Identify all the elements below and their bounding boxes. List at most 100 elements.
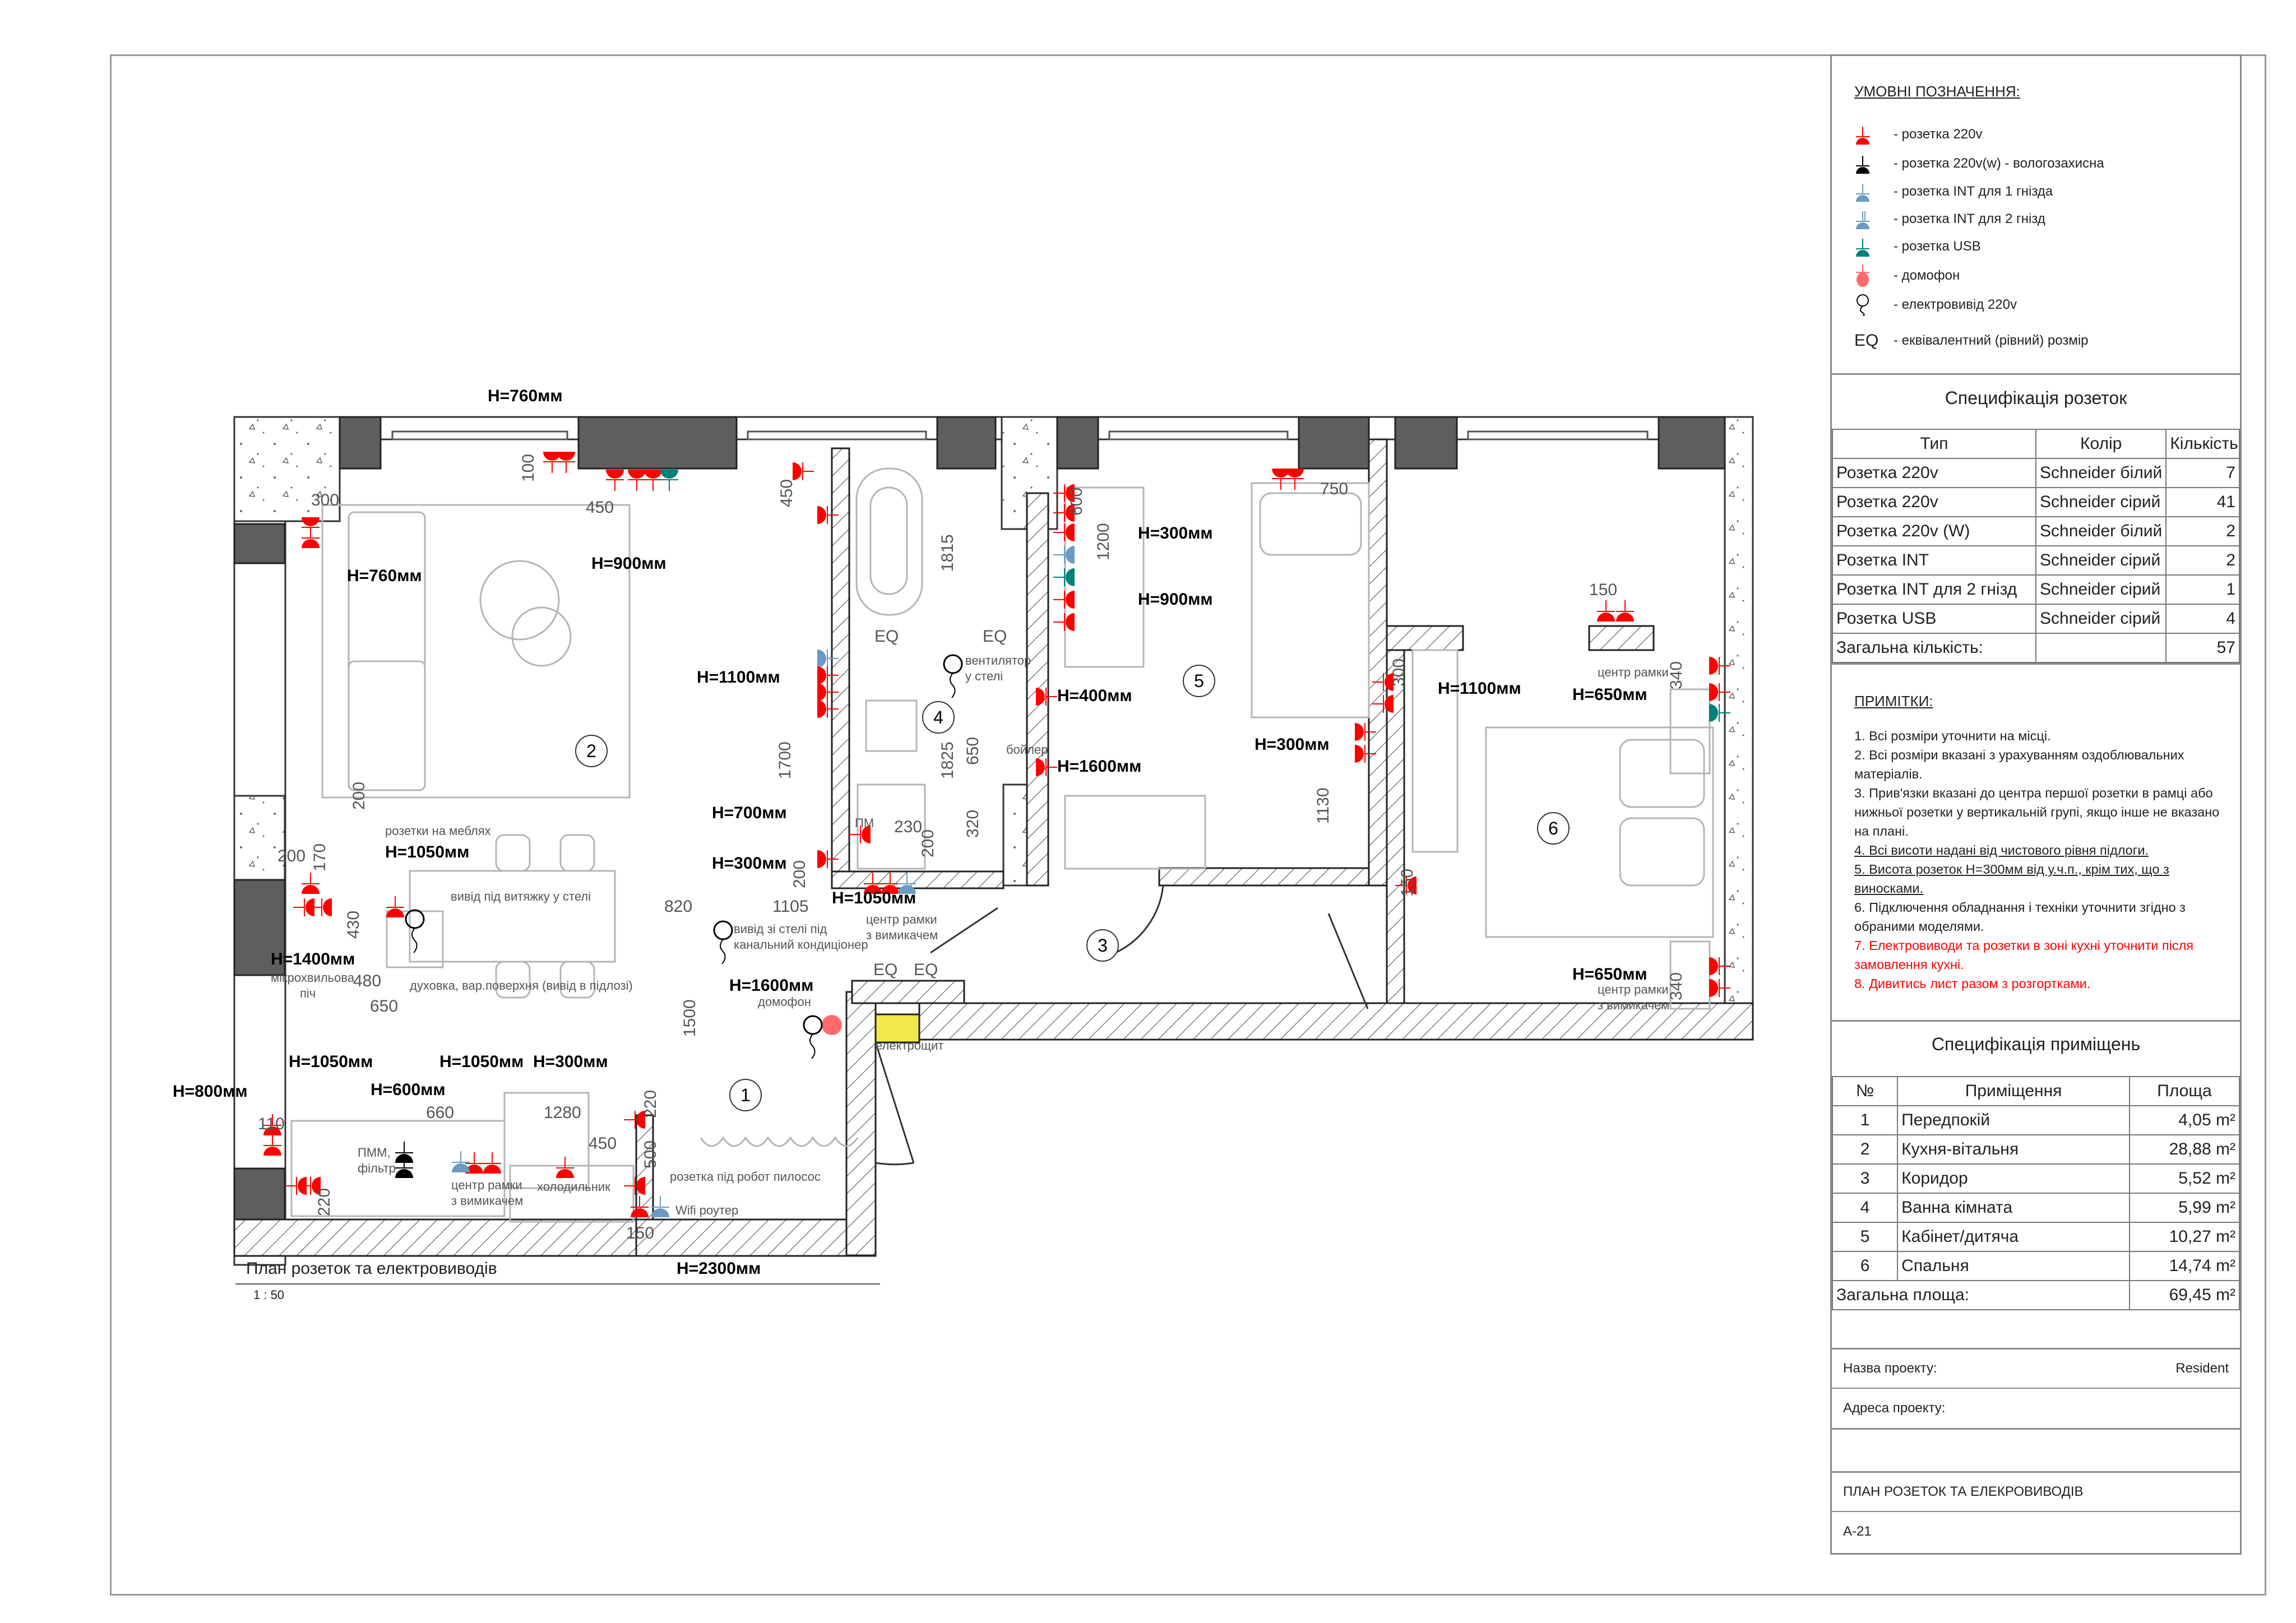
socket-icon <box>817 700 839 718</box>
info-panel: УМОВНІ ПОЗНАЧЕННЯ: - розетка 220v- розет… <box>1830 54 2242 1555</box>
total-label: Загальна кількість: <box>1832 633 2036 663</box>
table-cell: 2 <box>2165 545 2240 576</box>
note-label: центр рамки <box>1598 665 1669 679</box>
round-table <box>511 606 572 667</box>
socket-icon <box>1053 568 1075 586</box>
note-label: вентилятор <box>965 653 1031 667</box>
electrical-panel <box>874 1013 920 1044</box>
dimension-label: EQ <box>914 961 938 979</box>
project-address-row: Адреса проекту: <box>1832 1389 2240 1428</box>
structural-column <box>233 879 286 976</box>
dimension-label: 220 <box>315 1188 334 1216</box>
furniture-item <box>509 1165 635 1223</box>
height-label: H=300мм <box>533 1052 608 1071</box>
table-cell: 5,52 m² <box>2128 1163 2241 1194</box>
socket-220v-icon <box>1854 123 1882 146</box>
notes: ПРИМІТКИ: 1. Всі розміри уточнити на міс… <box>1832 663 2240 1022</box>
furniture-item <box>1619 817 1705 887</box>
note-label: розетки на меблях <box>385 824 491 838</box>
socket-icon <box>386 896 404 917</box>
dimension-label: 650 <box>964 737 982 765</box>
dimension-label: 220 <box>641 1090 660 1118</box>
table-cell: 2 <box>2165 516 2240 546</box>
note-label: центр рамки <box>1598 982 1669 996</box>
furniture-item <box>495 834 531 872</box>
furniture-item <box>865 699 918 752</box>
door <box>1327 913 1369 1009</box>
socket-icon <box>881 873 899 894</box>
table-cell: Schneider сірий <box>2035 487 2167 517</box>
electrical-outlet-icon <box>803 1015 823 1035</box>
room-number-circle <box>729 1079 762 1111</box>
furniture-item <box>1251 482 1370 718</box>
height-label: H=1400мм <box>271 950 355 968</box>
height-label: H=400мм <box>1057 687 1132 705</box>
note-item: 1. Всі розміри уточнити на місці. <box>1854 729 2051 743</box>
dimension-label: EQ <box>983 627 1007 646</box>
note-label: ПММ, <box>358 1146 391 1160</box>
table-cell: Schneider сірий <box>2035 604 2167 634</box>
legend-label: - розетка INT для 1 гнізда <box>1894 184 2053 199</box>
furniture-item <box>495 961 531 999</box>
room-number: 6 <box>1548 818 1558 838</box>
furniture-item <box>348 511 426 791</box>
table-cell: 6 <box>1831 1251 1899 1281</box>
legend-label: - електровивід 220v <box>1894 297 2017 312</box>
room-number: 3 <box>1098 935 1108 956</box>
height-label: H=1100мм <box>697 668 780 687</box>
column-header: Приміщення <box>1897 1076 2130 1106</box>
room-number-circle <box>922 701 955 734</box>
table-cell: Ванна кімната <box>1897 1193 2130 1223</box>
walls <box>233 416 1754 1266</box>
project-name-label: Назва проекту: <box>1843 1361 1937 1376</box>
structural-column <box>1298 416 1370 470</box>
total-value: 57 <box>2165 633 2240 663</box>
height-label: H=1100мм <box>1438 679 1521 698</box>
wall <box>1386 649 1405 1010</box>
height-label: H=1600мм <box>729 976 813 995</box>
dimension-label: 430 <box>344 911 363 939</box>
socket-icon <box>624 1111 645 1129</box>
table-cell: Schneider білий <box>2035 516 2167 546</box>
height-label: H=700мм <box>712 804 787 822</box>
table-cell: Розетка USB <box>1832 604 2036 634</box>
table-cell: 2 <box>1831 1134 1899 1165</box>
socket-icon <box>644 470 662 491</box>
plan-annotations: H=760ммH=760ммH=900ммH=1100ммH=700ммH=30… <box>173 387 1686 1278</box>
legend-item: - розетка INT для 1 гнізда <box>1854 180 2053 203</box>
socket-int-1-icon <box>1854 180 1882 203</box>
socket-icon <box>624 1177 645 1195</box>
socket-icon <box>606 470 624 491</box>
concrete-column <box>233 795 286 884</box>
table-cell: 4 <box>1831 1193 1899 1223</box>
legend-item: - розетка 220v(w) - вологозахисна <box>1854 152 2104 175</box>
structural-column <box>1394 416 1458 470</box>
structural-column <box>577 416 738 470</box>
table-cell: Розетка 220v <box>1832 487 2036 517</box>
table-cell: Коридор <box>1897 1163 2130 1194</box>
room-number-circle <box>1537 812 1570 845</box>
dimension-label: 1825 <box>938 741 957 779</box>
dimension-label: 450 <box>777 479 796 507</box>
window <box>1467 430 1649 440</box>
socket-usb-icon <box>1854 235 1882 258</box>
note-item: 3. Прив'язки вказані до центра першої ро… <box>1854 786 2220 838</box>
note-label: з вимикачем <box>1598 998 1669 1012</box>
note-label: з вимикачем <box>451 1194 523 1208</box>
dimension-label: 650 <box>370 997 398 1015</box>
dimension-label: 450 <box>589 1134 617 1153</box>
table-cell: 4,05 m² <box>2128 1105 2241 1135</box>
note-label: холодильник <box>537 1180 610 1194</box>
project-name-value: Resident <box>2175 1361 2229 1376</box>
electrical-outlet-icon <box>405 909 425 929</box>
table-cell: 14,74 m² <box>2128 1251 2241 1281</box>
socket-icon <box>651 1196 669 1217</box>
dimension-label: 230 <box>894 818 922 836</box>
wall <box>1158 867 1370 887</box>
dimension-label: 150 <box>626 1224 654 1242</box>
table-cell: Schneider білий <box>2035 458 2167 488</box>
socket-icon <box>1709 683 1730 701</box>
socket-icon <box>660 470 678 491</box>
